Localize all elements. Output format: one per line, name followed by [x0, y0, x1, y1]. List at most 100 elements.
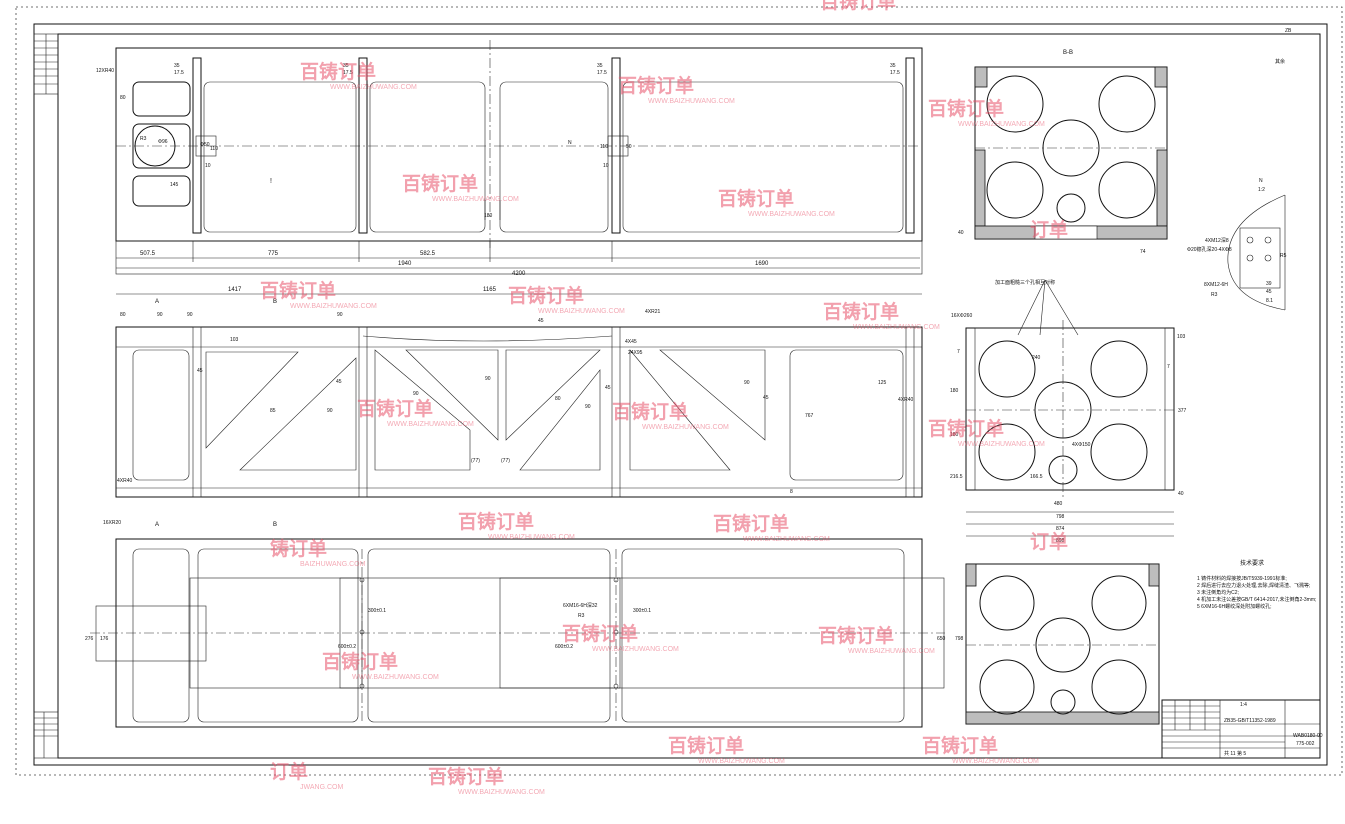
section-bb-view: B-B 40 74 其余 [958, 50, 1285, 255]
watermark-url: WWW.BAIZHUWANG.COM [743, 536, 830, 543]
bottom-view: 16XR20 276 176 600±0.2 300±0.1 6XM16-6H深… [85, 520, 964, 728]
watermark-url: WWW.BAIZHUWANG.COM [432, 196, 519, 203]
dim-bottom-b4: 600±0.2 [338, 644, 356, 650]
technical-notes: 技术要求 1 铸件材料的焊接按JB/T5939-1991标准; 2 焊后进行去应… [1197, 559, 1316, 610]
dim-top-c5: 10 [205, 163, 211, 169]
dim-top-c4: 110 [210, 146, 218, 152]
dim-detail-d1: 4XM12深8 [1205, 237, 1229, 244]
dim-top-c8: 50 [626, 144, 632, 150]
dim-top-4: 1940 [398, 261, 412, 267]
dim-front-w3: 80 [120, 312, 126, 318]
dim-top-c2: 80 [120, 95, 126, 101]
dim-top-c10: R3 [140, 136, 147, 142]
note-4: 4 机加工未注公差按GB/T 6414-2017,未注倒角2-3mm; [1197, 596, 1316, 603]
watermark-logo: 百铸订单 [713, 512, 789, 535]
dim-front-w6: 90 [337, 312, 343, 318]
watermark-logo: 百铸订单 [823, 300, 899, 323]
dim-front-w27: 103 [230, 337, 239, 343]
dim-front-w13: 90 [585, 404, 591, 410]
dim-top-c1: 12XR40 [96, 68, 114, 74]
dim-bottom-b9: 650 [937, 636, 946, 642]
watermark-logo: 百铸订单 [428, 765, 504, 788]
top-n-mark: N [568, 140, 572, 146]
watermark-logo: 百铸订单 [718, 187, 794, 210]
dim-front-w29: 8 [790, 489, 793, 495]
dim-side-s5: 180 [950, 388, 959, 394]
detail-n-view: N 1:2 4XM12深8 Φ20锪孔深20-4XΦ8 8XM12-6H R3 … [1187, 178, 1287, 311]
outer-frame [33, 23, 1328, 766]
watermark-url: WWW.BAIZHUWANG.COM [352, 674, 439, 681]
note-2: 2 焊后进行去应力退火处理,去除,焊缝清渣、飞溅等; [1197, 582, 1310, 589]
dim-front-w20: 767 [805, 413, 814, 419]
dim-front-w14: 90 [413, 391, 419, 397]
watermark-logo: 百铸订单 [928, 417, 1004, 440]
dim-top-c9: 10 [603, 163, 609, 169]
dim-bottom-b2: 276 [85, 636, 94, 642]
section-b-top: B [273, 299, 277, 305]
watermark-url: WWW.BAIZHUWANG.COM [848, 648, 935, 655]
watermark-logo: 百铸订单 [922, 734, 998, 757]
watermark-logo: 百铸订单 [300, 60, 376, 83]
dim-front-w8: 45 [336, 379, 342, 385]
dim-front-w2: 1165 [483, 287, 497, 293]
watermark-url: WWW.BAIZHUWANG.COM [458, 789, 545, 796]
notes-title: 技术要求 [1240, 559, 1264, 567]
standard-ref: ZB35-GB/T11352-1989 [1224, 718, 1276, 724]
dim-front-w5: 90 [187, 312, 193, 318]
dim-side-s4: 7 [1167, 364, 1170, 370]
dim-front-w21: (77) [471, 458, 480, 464]
watermark: 订单 [1030, 530, 1068, 553]
watermark-logo: 百铸订单 [820, 0, 896, 13]
dim-top-35c: 35 [597, 63, 603, 69]
dim-front-w10: 85 [270, 408, 276, 414]
dim-detail-d3: 8XM12-6H [1204, 282, 1228, 288]
front-view: 1417 1165 80 90 90 90 45 45 45 85 90 90 … [115, 287, 923, 528]
dim-top-35b: 35 [343, 63, 349, 69]
dim-side-s3: 7 [957, 349, 960, 355]
dim-front-w19: 45 [763, 395, 769, 401]
dim-top-2: 775 [268, 251, 279, 257]
dim-front-w9: 45 [538, 318, 544, 324]
dim-bottom-b3: 176 [100, 636, 109, 642]
watermark-url: WWW.BAIZHUWANG.COM [958, 441, 1045, 448]
dim-bottom-b10: 798 [955, 636, 964, 642]
dim-bottom-b8: 300±0.1 [633, 608, 651, 614]
watermark-url: WWW.BAIZHUWANG.COM [698, 758, 785, 765]
watermark-url: WWW.BAIZHUWANG.COM [648, 98, 735, 105]
dim-bb-74: 74 [1140, 249, 1146, 255]
dim-side-s2: 240 [1032, 355, 1041, 361]
dim-top-5: 1690 [755, 261, 769, 267]
watermark-logo: 铸订单 [270, 537, 327, 560]
dim-top-1: 507.5 [140, 251, 156, 257]
note-5: 5 6XM16-6H螺纹深处附加螺纹孔; [1197, 603, 1271, 610]
side-callout-note: 加工面粗糙三个孔相互对称 [995, 279, 1055, 286]
dim-side-s18: 40 [1178, 491, 1184, 497]
dim-front-w25: 24X95 [628, 350, 643, 356]
corner-mark: ZB [1285, 28, 1292, 34]
dim-top-c3: 145 [170, 182, 179, 188]
dim-bottom-b6: 6XM16-6H深32 [563, 602, 598, 609]
watermark-logo: 订单 [1030, 530, 1068, 553]
dim-top-3: 582.5 [420, 251, 436, 257]
watermark-logo: 百铸订单 [668, 734, 744, 757]
dim-front-w15: 80 [555, 396, 561, 402]
watermark-logo: 订单 [270, 760, 308, 783]
dim-side-s15: 898 [1056, 538, 1065, 544]
section-a-bottom: A [155, 522, 159, 528]
side-view: 加工面粗糙三个孔相互对称 16XΦ260 240 7 7 180 180 377… [950, 279, 1187, 544]
dim-front-w23: 4XR40 [117, 478, 133, 484]
dim-side-s7: 377 [1178, 408, 1187, 414]
dim-bottom-b1: 16XR20 [103, 520, 121, 526]
dim-top-175c: 17.5 [597, 70, 607, 76]
